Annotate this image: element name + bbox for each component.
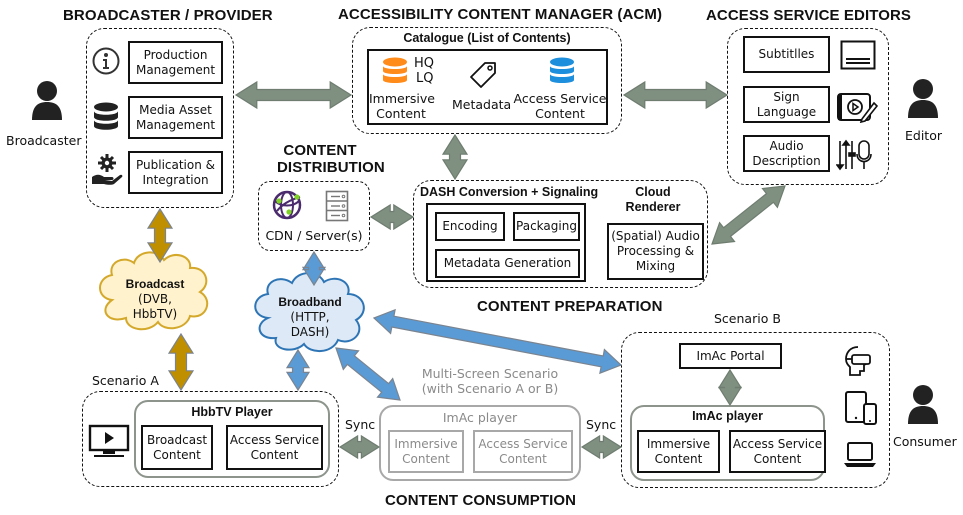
broadcaster-title: BROADCASTER / PROVIDER — [63, 7, 273, 24]
broadband-line3: DASH) — [290, 325, 330, 339]
editors-title: ACCESS SERVICE EDITORS — [706, 7, 912, 24]
tablet-phone-icon — [845, 391, 877, 425]
scenario-a-panel — [82, 391, 339, 487]
cdn-label: CDN / Server(s) — [265, 228, 363, 243]
preparation-panel — [413, 180, 708, 288]
acm-panel — [352, 27, 622, 134]
distribution-title-line2: DISTRIBUTION — [277, 159, 385, 176]
encoding-box: Encoding — [435, 212, 505, 241]
broadband-line2: (HTTP, — [290, 310, 330, 324]
broadcast-content-box: Broadcast Content — [141, 425, 213, 470]
imac-player-label: ImAc player — [692, 409, 763, 423]
broadcaster-acm-arrow — [234, 80, 353, 110]
scenario-b-label: Scenario B — [714, 311, 781, 326]
broadcast-line2: (DVB, — [138, 292, 172, 306]
media-asset-management-box: Media Asset Management — [128, 96, 223, 139]
broadband-network-label: Broadband (HTTP, DASH) — [268, 295, 352, 340]
broadcaster-person-icon — [32, 81, 62, 120]
vr-headset-icon — [845, 346, 871, 376]
catalogue-box — [367, 49, 608, 125]
broadband-scenario-b-arrow — [372, 308, 623, 375]
editor-actor-label: Editor — [905, 128, 942, 143]
cloud-renderer-label: Cloud Renderer — [625, 185, 681, 214]
metadata-label: Metadata — [452, 97, 512, 112]
info-icon — [92, 47, 120, 75]
multiscreen-immersive-box: Immersive Content — [388, 430, 464, 473]
production-management-box: Production Management — [128, 41, 223, 84]
network-globe-icon — [272, 190, 302, 220]
consumer-actor-label: Consumer — [893, 434, 957, 449]
packaging-box: Packaging — [513, 212, 580, 241]
lq-label: LQ — [416, 71, 434, 86]
multiscreen-line2: (with Scenario A or B) — [421, 381, 559, 396]
acm-preparation-arrow — [441, 133, 469, 181]
broadcast-scenario-a-arrow — [167, 332, 195, 392]
laptop-icon — [844, 442, 876, 467]
scenario-b-access-service-box: Access Service Content — [729, 430, 826, 473]
broadband-scenario-a-arrow — [285, 348, 311, 392]
scenario-a-access-service-box: Access Service Content — [226, 425, 323, 470]
cdn-preparation-arrow — [369, 203, 415, 231]
dash-conversion-label: DASH Conversion + Signaling — [420, 185, 599, 199]
sync-multiscreen-b-arrow — [580, 434, 623, 460]
sign-language-box: Sign Language — [743, 86, 830, 123]
audio-mixer-mic-icon — [836, 139, 872, 171]
broadcast-line3: HbbTV) — [132, 307, 178, 321]
server-icon — [325, 190, 349, 222]
scenario-b-immersive-box: Immersive Content — [637, 430, 720, 473]
preparation-title: CONTENT PREPARATION — [477, 298, 663, 315]
editor-person-icon — [908, 79, 938, 118]
broadcast-line1: Broadcast — [125, 277, 185, 291]
distribution-title: CONTENT DISTRIBUTION — [277, 142, 385, 176]
gear-hand-icon — [92, 154, 123, 185]
multiscreen-access-service-box: Access Service Content — [473, 430, 573, 473]
broadcaster-broadcast-arrow — [146, 207, 174, 264]
consumer-person-icon — [908, 385, 938, 424]
cdn-broadband-arrow — [301, 250, 327, 287]
dash-conversion-box — [426, 203, 586, 282]
subtitles-box: Subtitlles — [743, 36, 830, 73]
subtitles-icon — [840, 40, 876, 70]
immersive-content-label: Immersive Content — [369, 91, 435, 121]
consumption-title: CONTENT CONSUMPTION — [385, 492, 577, 509]
access-service-database-icon — [550, 57, 574, 83]
broadcast-network-label: Broadcast (DVB, HbbTV) — [112, 277, 198, 322]
broadcaster-actor-label: Broadcaster — [6, 133, 82, 148]
database-icon — [94, 102, 118, 130]
imac-portal-box: ImAc Portal — [679, 343, 782, 369]
audio-processing-box: (Spatial) Audio Processing & Mixing — [607, 223, 704, 280]
catalogue-label: Catalogue (List of Contents) — [403, 31, 571, 45]
multiscreen-line1: Multi-Screen Scenario — [421, 366, 559, 381]
multiscreen-player-label: ImAc player — [442, 410, 518, 425]
access-service-content-label: Access Service Content — [513, 91, 607, 121]
broadcaster-panel — [86, 28, 234, 208]
scenario-b-panel — [621, 332, 890, 488]
sync-label-left: Sync — [345, 417, 376, 432]
sync-label-right: Sync — [586, 417, 617, 432]
tv-play-icon — [88, 424, 130, 457]
sync-a-multiscreen-arrow — [338, 434, 381, 460]
acm-editors-arrow — [622, 80, 729, 110]
hbbtv-player-label: HbbTV Player — [191, 405, 273, 419]
scenario-a-label: Scenario A — [92, 373, 159, 388]
immersive-database-icon — [383, 57, 407, 83]
broadband-multiscreen-arrow — [335, 347, 401, 401]
distribution-title-line1: CONTENT — [283, 142, 357, 159]
multiscreen-label: Multi-Screen Scenario (with Scenario A o… — [395, 366, 585, 396]
hq-label: HQ — [414, 56, 435, 71]
broadband-line1: Broadband — [278, 295, 342, 309]
publication-integration-box: Publication & Integration — [128, 151, 223, 194]
acm-title: ACCESSIBILITY CONTENT MANAGER (ACM) — [338, 6, 663, 23]
video-edit-icon — [837, 93, 878, 123]
tag-icon — [470, 62, 496, 88]
metadata-generation-box: Metadata Generation — [435, 249, 580, 278]
cdn-panel — [258, 181, 370, 251]
editors-renderer-arrow — [711, 185, 786, 245]
audio-description-box: Audio Description — [743, 135, 830, 172]
